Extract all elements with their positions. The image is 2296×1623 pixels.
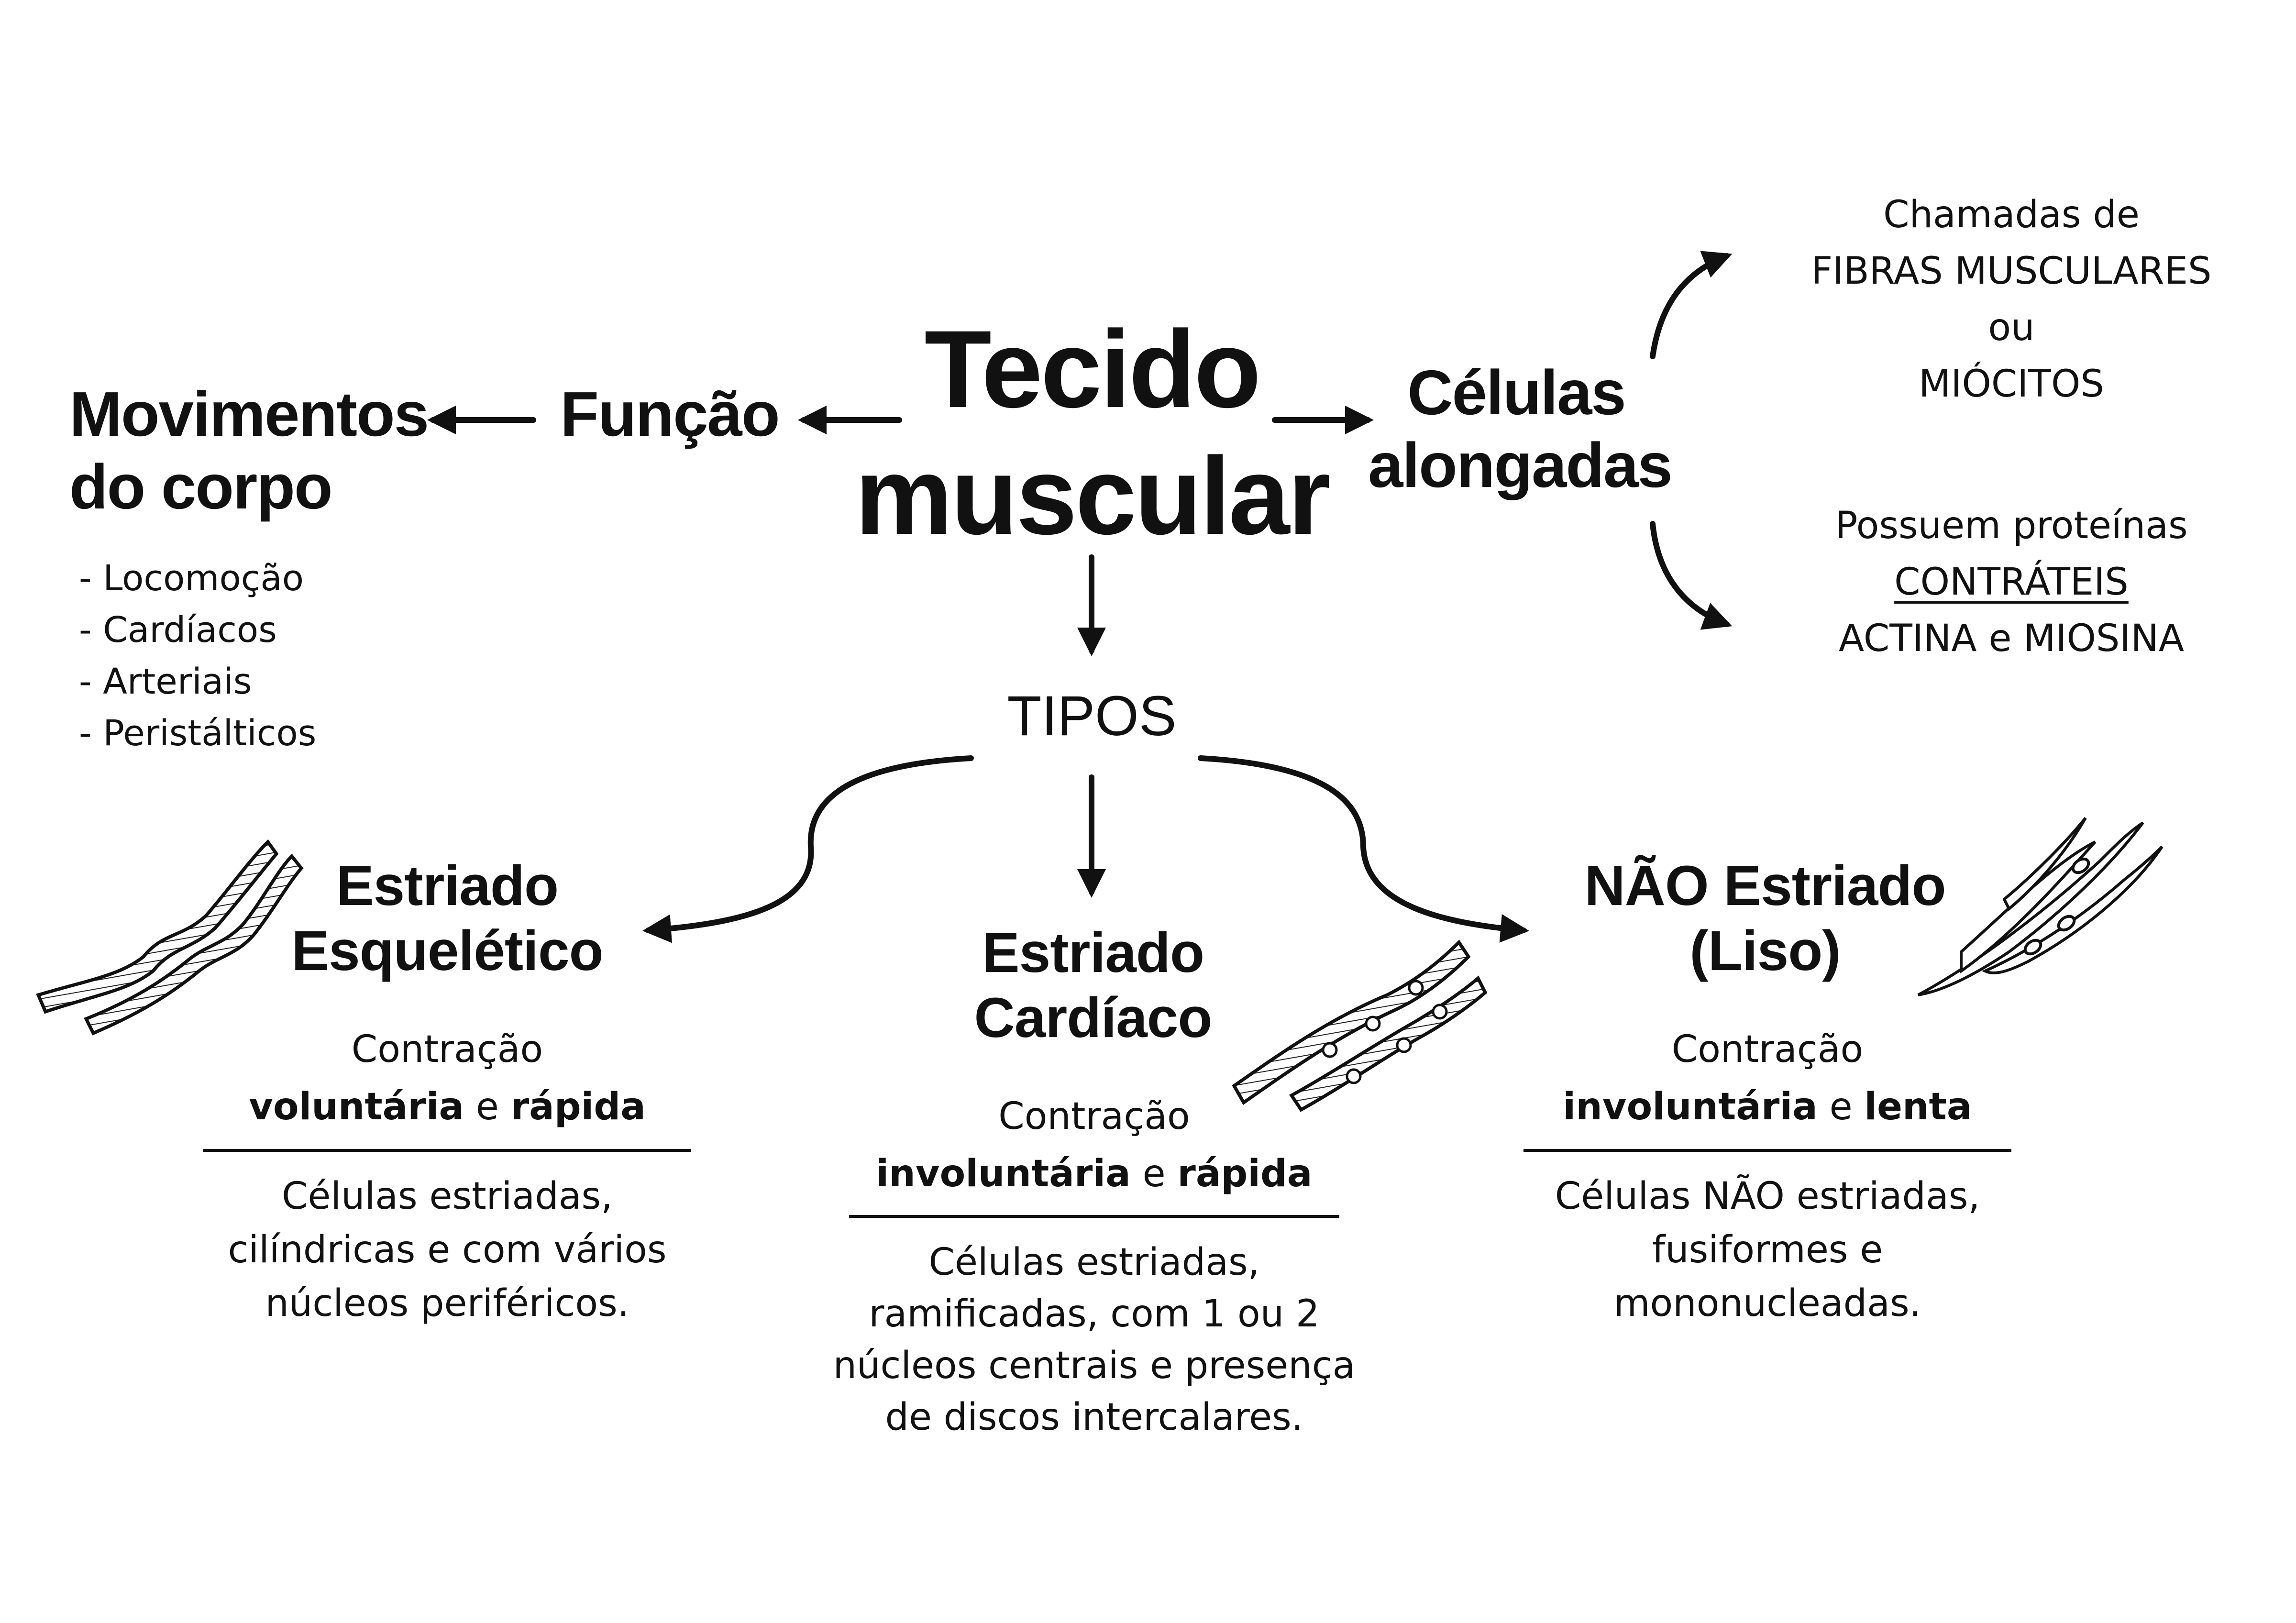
liso-conj: e xyxy=(1829,1085,1853,1128)
arrow-celulas-fibras xyxy=(1650,251,1733,359)
cardiaco-contracao: Contração xyxy=(998,1095,1190,1138)
tipos-label: TIPOS xyxy=(1007,685,1177,748)
esqueletico-contracao: Contração xyxy=(351,1028,543,1071)
proteinas-line3: ACTINA e MIOSINA xyxy=(1838,617,2185,660)
cardiaco-title-line2: Cardíaco xyxy=(974,986,1213,1049)
list-item: - Arteriais xyxy=(79,661,252,702)
proteinas-line2: CONTRÁTEIS xyxy=(1894,561,2129,604)
esqueletico-conj: e xyxy=(475,1085,499,1128)
smooth-fiber-illustration xyxy=(1917,817,2164,996)
liso-type-a: involuntária xyxy=(1563,1085,1818,1128)
esqueletico-contracao-type: voluntária e rápida xyxy=(203,1085,691,1129)
esqueletico-desc-line: núcleos periféricos. xyxy=(265,1282,629,1325)
cardiaco-desc-line: de discos intercalares. xyxy=(885,1396,1303,1439)
liso-desc: Células NÃO estriadas, fusiformes e mono… xyxy=(1512,1170,2023,1330)
cardiaco-title-line1: Estriado xyxy=(982,921,1204,984)
celulas-line2: alongadas xyxy=(1368,430,1673,500)
arrow-tipos-liso xyxy=(1198,755,1529,943)
arrow-celulas-proteinas xyxy=(1650,521,1733,630)
esqueletico-title-line2: Esquelético xyxy=(291,919,603,983)
cardiaco-conj: e xyxy=(1142,1152,1166,1195)
cardiaco-type-a: involuntária xyxy=(876,1152,1131,1195)
cardiaco-desc-line: núcleos centrais e presença xyxy=(833,1344,1356,1387)
liso-desc-line: mononucleadas. xyxy=(1613,1282,1921,1325)
fibras-line4: MIÓCITOS xyxy=(1919,363,2104,406)
cardiaco-desc-line: Células estriadas, xyxy=(928,1241,1260,1284)
cardiaco-contracao-type: involuntária e rápida xyxy=(849,1152,1339,1196)
movimentos-line1: Movimentos xyxy=(69,379,429,449)
cardiaco-desc-line: ramificadas, com 1 ou 2 xyxy=(869,1292,1320,1336)
liso-contracao: Contração xyxy=(1671,1028,1864,1071)
center-title-line2: muscular xyxy=(855,434,1331,557)
list-item: - Locomoção xyxy=(79,558,304,599)
movimentos-list: - Locomoção - Cardíacos - Arteriais - Pe… xyxy=(79,552,316,759)
list-item: - Peristálticos xyxy=(79,713,317,754)
esqueletico-type-a: voluntária xyxy=(249,1085,464,1128)
cardiaco-type-b: rápida xyxy=(1177,1152,1313,1195)
proteinas-note: Possuem proteínas CONTRÁTEIS ACTINA e MI… xyxy=(1741,497,2282,667)
esqueletico-desc-line: Células estriadas, xyxy=(282,1175,613,1218)
esqueletico-title: Estriado Esquelético xyxy=(230,854,665,983)
list-item: - Cardíacos xyxy=(79,609,277,651)
esqueletico-desc-line: cilíndricas e com vários xyxy=(228,1228,667,1271)
esqueletico-desc: Células estriadas, cilíndricas e com vár… xyxy=(191,1170,703,1330)
arrow-tipos-esqueletico xyxy=(642,755,974,943)
fibras-line3: ou xyxy=(1988,306,2035,349)
liso-title: NÃO Estriado (Liso) xyxy=(1547,854,1983,983)
celulas-line1: Células xyxy=(1407,357,1626,428)
movimentos-title: Movimentos do corpo xyxy=(69,378,429,523)
cardiaco-title: Estriado Cardíaco xyxy=(875,921,1311,1050)
fibras-note: Chamadas de FIBRAS MUSCULARES ou MIÓCITO… xyxy=(1741,187,2282,412)
esqueletico-title-line1: Estriado xyxy=(336,854,559,917)
cardiaco-desc: Células estriadas, ramificadas, com 1 ou… xyxy=(813,1237,1375,1443)
liso-title-line1: NÃO Estriado xyxy=(1584,854,1946,917)
liso-title-line2: (Liso) xyxy=(1689,919,1841,983)
liso-desc-line: fusiformes e xyxy=(1652,1228,1883,1271)
proteinas-line1: Possuem proteínas xyxy=(1835,504,2188,547)
liso-contracao-type: involuntária e lenta xyxy=(1523,1085,2011,1129)
fibras-line2: FIBRAS MUSCULARES xyxy=(1811,250,2212,293)
cardiac-fiber-illustration xyxy=(1232,939,1488,1112)
movimentos-line2: do corpo xyxy=(69,451,333,522)
center-title-line1: Tecido xyxy=(924,308,1261,431)
funcao-label: Função xyxy=(560,379,780,449)
liso-desc-line: Células NÃO estriadas, xyxy=(1555,1175,1980,1218)
center-title: Tecido muscular xyxy=(789,306,1394,559)
celulas-title: Células alongadas xyxy=(1368,356,1673,502)
fibras-line1: Chamadas de xyxy=(1883,193,2140,236)
skeletal-fiber-illustration xyxy=(36,839,304,1036)
esqueletico-type-b: rápida xyxy=(510,1085,646,1128)
liso-type-b: lenta xyxy=(1864,1085,1972,1128)
